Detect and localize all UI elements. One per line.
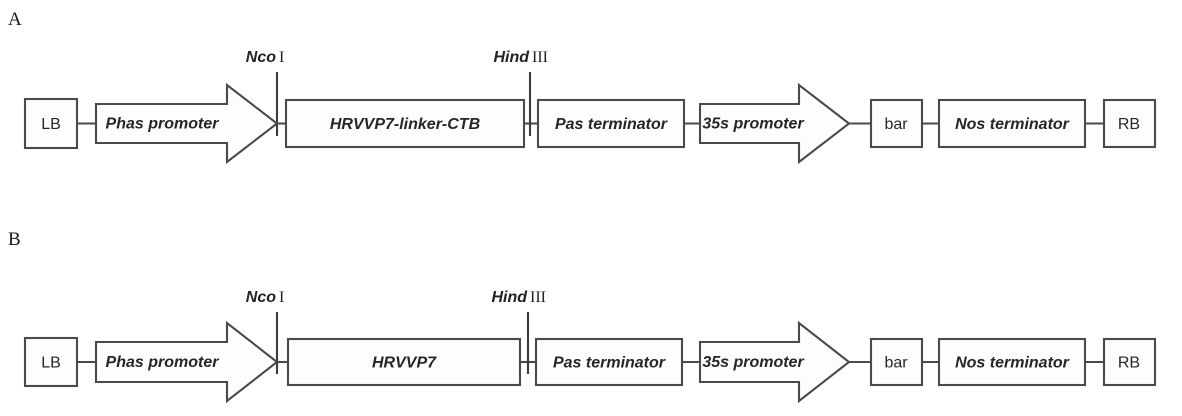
panel-a-site-hind3: Hind III xyxy=(493,49,548,136)
feature-nos-terminator[interactable]: Nos terminator xyxy=(937,98,1087,149)
feature-b-nos-terminator[interactable]: Nos terminator xyxy=(937,337,1087,387)
panel-b: B Nco I Hind III LB xyxy=(8,229,1157,404)
feature-nos-terminator-shape xyxy=(937,98,1087,149)
nco1-numeral-label: I xyxy=(279,49,284,66)
feature-hrvvp7-linker-ctb-shape xyxy=(284,98,526,149)
feature-lb-shape xyxy=(23,97,79,150)
feature-lb-label: LB xyxy=(41,116,61,133)
feature-b-35s-promoter-label: 35s promoter xyxy=(702,354,804,371)
feature-phas-promoter-shape xyxy=(94,82,279,165)
feature-b-35s-promoter-shape xyxy=(698,320,851,404)
feature-bar[interactable]: bar xyxy=(869,98,924,149)
feature-pas-terminator-shape xyxy=(536,98,686,149)
nco1-numeral-label-b: I xyxy=(279,289,284,306)
feature-rb[interactable]: RB xyxy=(1102,98,1157,149)
panel-b-letter: B xyxy=(8,229,21,250)
feature-b-phas-promoter-label: Phas promoter xyxy=(106,354,220,371)
feature-35s-promoter-label: 35s promoter xyxy=(702,116,804,133)
feature-rb-label: RB xyxy=(1118,116,1140,133)
feature-b-hrvvp7-label: HRVVP7 xyxy=(372,355,437,372)
hind3-enzyme-label-b: Hind xyxy=(491,289,528,306)
panel-b-site-nco1: Nco I xyxy=(246,289,284,374)
panel-b-site-hind3: Hind III xyxy=(491,289,546,374)
feature-b-rb-shape xyxy=(1102,337,1157,387)
feature-pas-terminator[interactable]: Pas terminator xyxy=(536,98,686,149)
feature-b-rb-label: RB xyxy=(1118,355,1140,372)
feature-b-bar[interactable]: bar xyxy=(869,337,924,387)
hind3-numeral-label: III xyxy=(532,49,548,66)
panel-a-letter: A xyxy=(8,9,22,30)
feature-b-bar-shape xyxy=(869,337,924,387)
hind3-enzyme-label: Hind xyxy=(493,49,530,66)
feature-b-phas-promoter-shape xyxy=(94,320,279,404)
nco1-enzyme-label: Nco xyxy=(246,49,276,66)
feature-b-hrvvp7-shape xyxy=(286,337,522,387)
feature-b-bar-label: bar xyxy=(884,355,908,372)
feature-b-rb[interactable]: RB xyxy=(1102,337,1157,387)
hind3-numeral-label-b: III xyxy=(530,289,546,306)
feature-b-lb-label: LB xyxy=(41,355,61,372)
feature-b-pas-terminator-label: Pas terminator xyxy=(553,355,666,372)
feature-35s-promoter[interactable]: 35s promoter xyxy=(698,82,851,165)
feature-b-hrvvp7[interactable]: HRVVP7 xyxy=(286,337,522,387)
feature-b-pas-terminator-shape xyxy=(534,337,684,387)
feature-bar-label: bar xyxy=(884,116,908,133)
feature-hrvvp7-linker-ctb[interactable]: HRVVP7-linker-CTB xyxy=(284,98,526,149)
feature-b-lb-shape xyxy=(23,336,79,388)
feature-hrvvp7-linker-ctb-label: HRVVP7-linker-CTB xyxy=(330,116,480,133)
feature-b-nos-terminator-shape xyxy=(937,337,1087,387)
feature-rb-shape xyxy=(1102,98,1157,149)
feature-b-35s-promoter[interactable]: 35s promoter xyxy=(698,320,851,404)
feature-b-phas-promoter[interactable]: Phas promoter xyxy=(94,320,279,404)
feature-35s-promoter-shape xyxy=(698,82,851,165)
panel-a-site-nco1: Nco I xyxy=(246,49,284,136)
feature-pas-terminator-label: Pas terminator xyxy=(555,116,668,133)
feature-b-lb[interactable]: LB xyxy=(23,336,79,388)
feature-nos-terminator-label: Nos terminator xyxy=(955,116,1070,133)
panel-a: A Nco I Hind III LB xyxy=(8,9,1157,165)
feature-b-pas-terminator[interactable]: Pas terminator xyxy=(534,337,684,387)
feature-lb[interactable]: LB xyxy=(23,97,79,150)
feature-phas-promoter-label: Phas promoter xyxy=(106,116,220,133)
feature-phas-promoter[interactable]: Phas promoter xyxy=(94,82,279,165)
nco1-enzyme-label-b: Nco xyxy=(246,289,276,306)
feature-b-nos-terminator-label: Nos terminator xyxy=(955,355,1070,372)
feature-bar-shape xyxy=(869,98,924,149)
